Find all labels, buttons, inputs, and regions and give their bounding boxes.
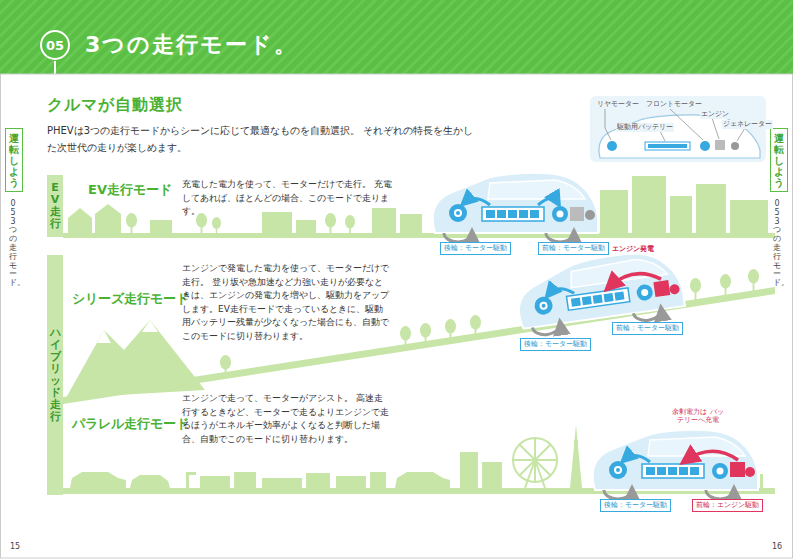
part-name: 駆動用バッテリー (616, 123, 674, 132)
mode-band: EV走行 (47, 175, 63, 237)
node-text: ハイブリッド走行 (50, 327, 61, 424)
drive-tag: 前輪：モーター駆動 (612, 322, 683, 335)
part-name: リヤモーター (596, 100, 640, 109)
page-title: 3つの走行モード。 (85, 30, 298, 60)
mode-text: エンジンで走って、モーターがアシスト。 高速走行するときなど、モーターで走るより… (182, 392, 390, 446)
node-text: 運転しよう (774, 133, 784, 188)
mode-heading: EV走行モード (88, 181, 172, 199)
side-caption: 05 3つの走行モード。 (9, 200, 17, 288)
drive-tag: 後輪：モーター駆動 (600, 499, 671, 512)
mode-heading: パラレル走行モード (72, 415, 189, 433)
flow-note: 余剰電力は バッテリーへ充電 (670, 408, 726, 424)
node-text: 後輪：モーター駆動 (604, 501, 667, 510)
mode-text: 充電した電力を使って、モーターだけで走行。 充電してあれば、ほとんどの場合、この… (182, 178, 394, 219)
drive-tag: 前輪：エンジン駆動 (692, 499, 763, 512)
node-text: 前輪：モーター駆動 (542, 244, 605, 253)
node-text: 前輪：エンジン駆動 (696, 501, 759, 510)
mode-text: エンジンで発電した電力を使って、モーターだけで走行。 登り坂や急加速など力強い走… (182, 262, 390, 343)
intro-text: PHEVは3つの走行モードからシーンに応じて最適なものを自動選択。 それぞれの特… (47, 123, 477, 156)
mode-band: ハイブリッド走行 (47, 255, 63, 495)
node-text: 前輪：モーター駆動 (616, 324, 679, 333)
section-heading: クルマが自動選択 (47, 95, 183, 116)
node-text: 後輪：モーター駆動 (524, 340, 587, 349)
part-name: フロントモーター (645, 100, 703, 109)
section-number: 05 (40, 30, 70, 60)
side-caption: 05 3つの走行モード。 (773, 200, 781, 288)
part-name: ジェネレーター (722, 120, 773, 129)
drive-tag: 前輪：モーター駆動 (538, 242, 609, 255)
node-text: EV走行 (50, 182, 61, 230)
drive-tag: 後輪：モーター駆動 (520, 338, 591, 351)
page-number: 16 (772, 542, 782, 551)
flow-note: エンジン発電 (612, 244, 654, 254)
page-number: 15 (10, 542, 20, 551)
part-name: エンジン (700, 110, 730, 119)
mode-heading: シリーズ走行モード (72, 290, 189, 308)
node-text: 運転しよう (9, 133, 19, 188)
node-text: 05 (46, 38, 64, 53)
side-tab: 運転しよう (770, 128, 788, 192)
node-text: 後輪：モーター駆動 (444, 244, 507, 253)
side-tab: 運転しよう (5, 128, 23, 192)
drive-tag: 後輪：モーター駆動 (440, 242, 511, 255)
